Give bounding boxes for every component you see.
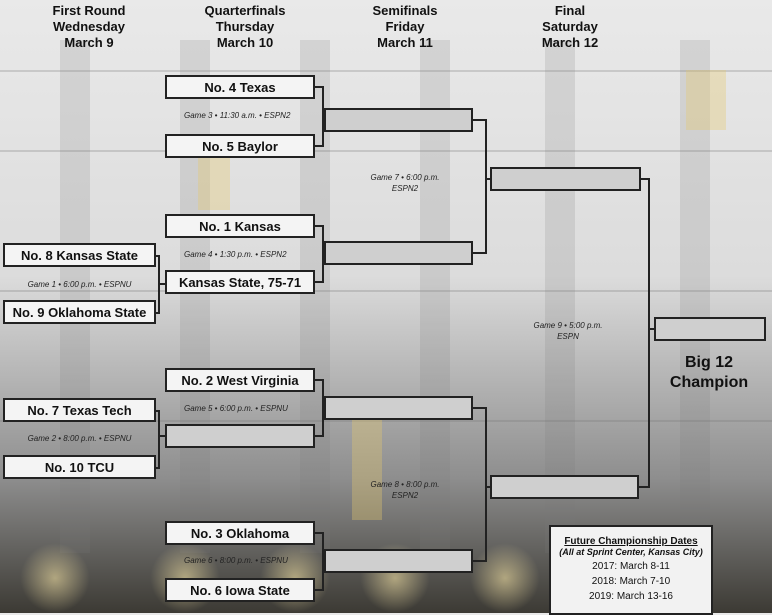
champion-label: Big 12 Champion — [654, 353, 764, 393]
semifinal-slot-game-6-winner — [324, 549, 473, 573]
future-date: 2018: March 7-10 — [591, 576, 671, 587]
game-9-time: Game 9 • 5:00 p.m. — [533, 321, 603, 330]
team-slot-west-virginia: No. 2 West Virginia — [165, 368, 315, 392]
champion-label-line2: Champion — [669, 374, 749, 391]
team-slot-game-2-winner — [165, 424, 315, 448]
semifinal-slot-game-3-winner — [324, 108, 473, 132]
team-slot-iowa-state: No. 6 Iowa State — [165, 578, 315, 602]
game-9-info: Game 9 • 5:00 p.m. ESPN — [518, 320, 618, 342]
game-4-info: Game 4 • 1:30 p.m. • ESPN2 — [184, 250, 287, 259]
champion-slot — [654, 317, 766, 341]
round-day: Saturday — [542, 19, 598, 34]
game-3-info: Game 3 • 11:30 a.m. • ESPN2 — [184, 111, 291, 120]
future-date: 2019: March 13-16 — [589, 591, 673, 602]
round-day: Thursday — [215, 19, 275, 34]
final-slot-game-7-winner — [490, 167, 641, 191]
game-2-info: Game 2 • 8:00 p.m. • ESPNU — [27, 434, 132, 443]
round-header-final: Final Saturday March 12 — [505, 3, 635, 51]
round-header-quarterfinals: Quarterfinals Thursday March 10 — [180, 3, 310, 51]
team-slot-tcu: No. 10 TCU — [3, 455, 156, 479]
round-date: March 10 — [216, 35, 274, 50]
team-slot-texas: No. 4 Texas — [165, 75, 315, 99]
team-slot-oklahoma: No. 3 Oklahoma — [165, 521, 315, 545]
future-subtitle: (All at Sprint Center, Kansas City) — [559, 547, 703, 557]
game-8-info: Game 8 • 8:00 p.m. ESPN2 — [350, 479, 460, 501]
team-slot-kansas: No. 1 Kansas — [165, 214, 315, 238]
final-slot-game-8-winner — [490, 475, 639, 499]
round-header-semifinals: Semifinals Friday March 11 — [340, 3, 470, 51]
round-date: March 9 — [64, 35, 114, 50]
game-1-info: Game 1 • 6:00 p.m. • ESPNU — [27, 280, 132, 289]
round-day: Wednesday — [52, 19, 125, 34]
round-name: Final — [554, 3, 586, 18]
game-9-network: ESPN — [557, 332, 579, 341]
team-slot-texas-tech: No. 7 Texas Tech — [3, 398, 156, 422]
future-date: 2017: March 8-11 — [592, 561, 670, 572]
game-7-network: ESPN2 — [391, 184, 419, 193]
semifinal-slot-game-4-winner — [324, 241, 473, 265]
round-name: Semifinals — [372, 3, 438, 18]
round-header-first: First Round Wednesday March 9 — [24, 3, 154, 51]
game-8-network: ESPN2 — [391, 491, 419, 500]
round-name: First Round — [52, 3, 126, 18]
champion-label-line1: Big 12 — [684, 354, 733, 371]
game-7-time: Game 7 • 6:00 p.m. — [370, 173, 440, 182]
round-date: March 11 — [377, 35, 433, 50]
game-7-info: Game 7 • 6:00 p.m. ESPN2 — [350, 172, 460, 194]
team-slot-kansas-state-result: Kansas State, 75-71 — [165, 270, 315, 294]
team-slot-baylor: No. 5 Baylor — [165, 134, 315, 158]
future-championship-dates: Future Championship Dates (All at Sprint… — [549, 525, 713, 615]
future-title: Future Championship Dates — [564, 536, 698, 547]
team-slot-kansas-state: No. 8 Kansas State — [3, 243, 156, 267]
round-date: March 12 — [541, 35, 599, 50]
game-5-info: Game 5 • 6:00 p.m. • ESPNU — [184, 404, 288, 413]
game-6-info: Game 6 • 8:00 p.m. • ESPNU — [184, 556, 288, 565]
game-8-time: Game 8 • 8:00 p.m. — [370, 480, 440, 489]
semifinal-slot-game-5-winner — [324, 396, 473, 420]
round-day: Friday — [385, 19, 425, 34]
round-name: Quarterfinals — [204, 3, 286, 18]
team-slot-oklahoma-state: No. 9 Oklahoma State — [3, 300, 156, 324]
